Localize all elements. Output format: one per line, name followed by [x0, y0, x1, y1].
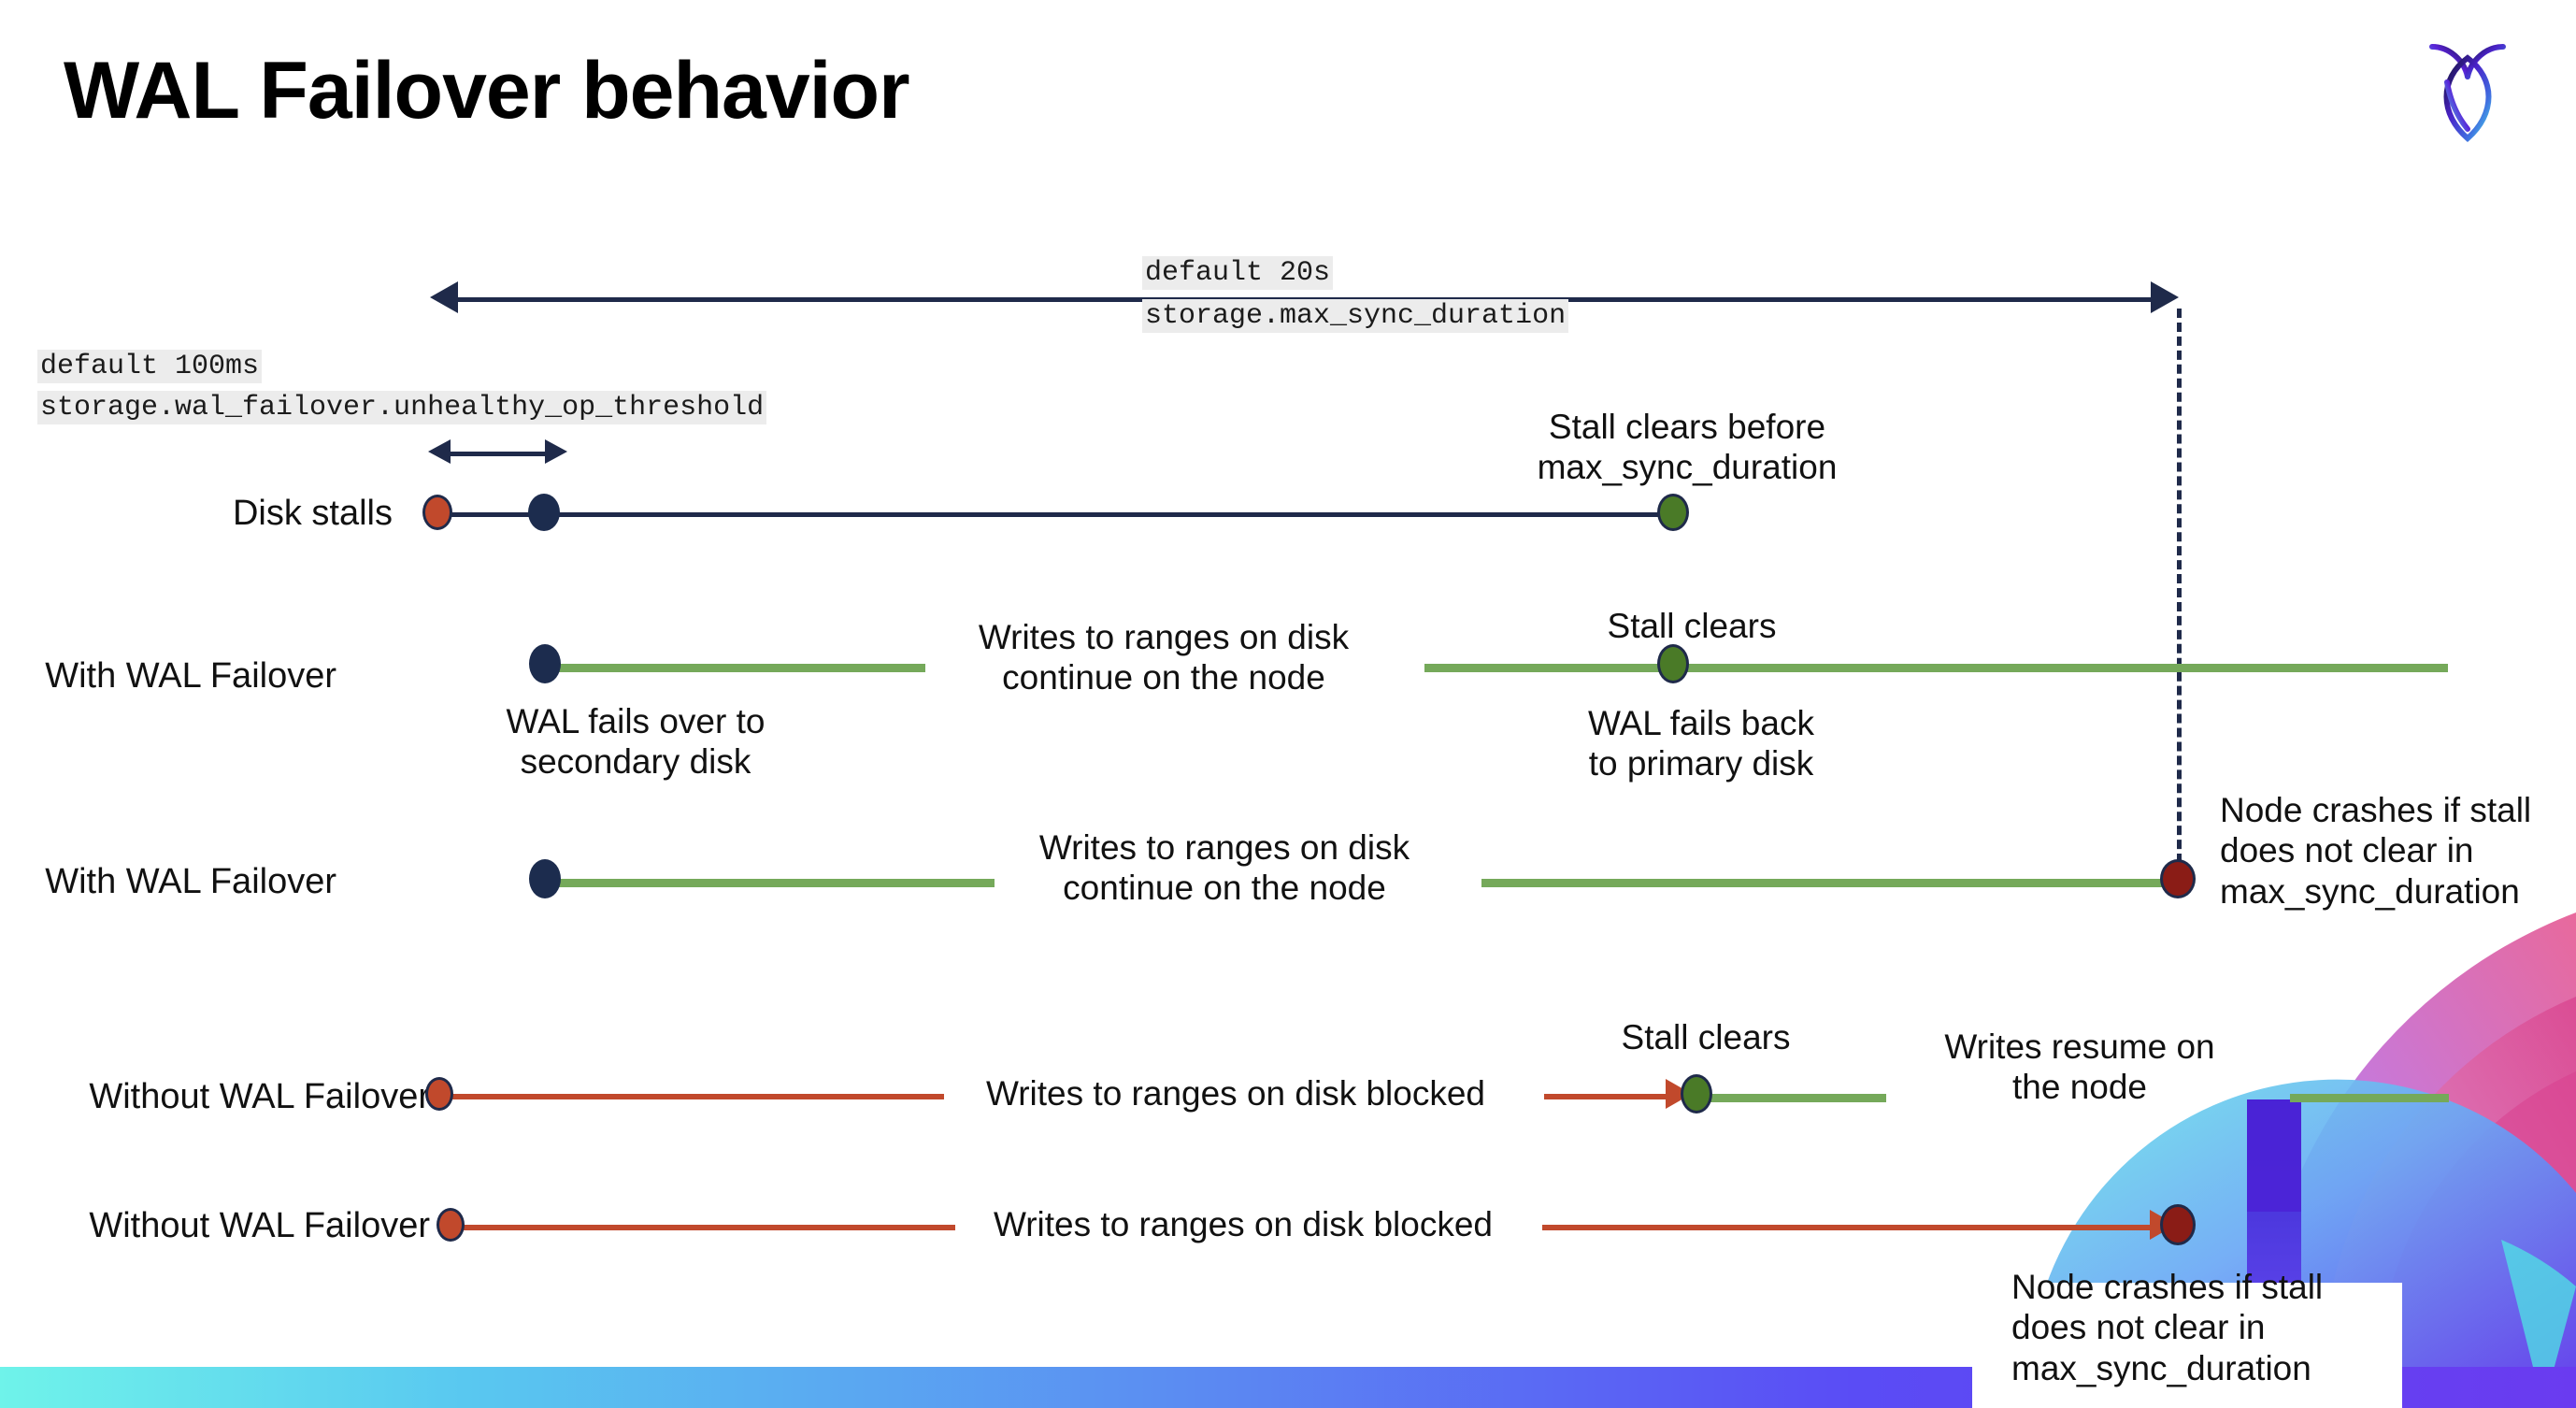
note-node-crashes-2: Node crashes if stall does not clear in …	[2011, 1268, 2324, 1387]
wal-failover-2-crash-dot	[2160, 859, 2196, 898]
without-wal-1-resume-b	[2290, 1094, 2449, 1102]
unhealthy-op-threshold-default-label: default 100ms	[37, 350, 263, 383]
note-writes-continue-1: Writes to ranges on disk continue on the…	[978, 618, 1350, 697]
max-sync-duration-default-text: default 20s	[1142, 256, 1334, 290]
note-wal-fails-over: WAL fails over to secondary disk	[506, 702, 766, 782]
without-wal-2-start-dot	[436, 1208, 465, 1242]
row-label-disk-stalls: Disk stalls	[232, 494, 393, 533]
without-wal-1-start-dot	[425, 1077, 453, 1111]
without-wal-1-resume-a	[1703, 1094, 1886, 1102]
unhealthy-op-threshold-left-arrowhead	[428, 439, 451, 464]
note-writes-continue-2: Writes to ranges on disk continue on the…	[1038, 828, 1410, 908]
note-writes-blocked-1: Writes to ranges on disk blocked	[985, 1074, 1486, 1113]
max-sync-duration-dropline	[2177, 309, 2182, 877]
note-stall-clears-before: Stall clears before max_sync_duration	[1537, 408, 1838, 487]
note-stall-clears-2: Stall clears	[1621, 1018, 1791, 1056]
without-wal-2-blocked-a	[451, 1225, 955, 1230]
wal-failover-1-start-dot	[529, 644, 561, 683]
wal-failover-1-clear-dot	[1657, 644, 1689, 683]
max-sync-duration-setting-text: storage.max_sync_duration	[1142, 299, 1569, 333]
unhealthy-op-threshold-default-text: default 100ms	[37, 350, 263, 383]
cockroachdb-logo-icon	[2411, 24, 2524, 155]
row-label-with-wal-failover-2: With WAL Failover	[45, 862, 336, 901]
note-writes-resume: Writes resume on the node	[1944, 1027, 2215, 1107]
row-label-without-wal-failover-2: Without WAL Failover	[89, 1206, 430, 1245]
note-wal-fails-back: WAL fails back to primary disk	[1588, 704, 1814, 783]
unhealthy-op-threshold-span-line	[450, 452, 545, 456]
page-title: WAL Failover behavior	[64, 46, 910, 136]
without-wal-1-clear-dot	[1681, 1074, 1712, 1113]
wal-failover-1-segment-a	[548, 664, 925, 672]
max-sync-duration-setting-label: storage.max_sync_duration	[1142, 299, 1569, 333]
wal-failover-2-segment-a	[548, 879, 995, 887]
disk-stalls-timeline	[435, 512, 1673, 517]
disk-stalls-start-dot	[422, 495, 452, 530]
unhealthy-op-threshold-right-arrowhead	[545, 439, 567, 464]
note-node-crashes-1: Node crashes if stall does not clear in …	[2220, 791, 2532, 911]
without-wal-1-blocked-b	[1544, 1094, 1666, 1099]
without-wal-2-crash-dot	[2160, 1204, 2196, 1245]
wal-failover-2-start-dot	[529, 859, 561, 898]
disk-stalls-threshold-dot	[528, 494, 560, 531]
row-label-with-wal-failover-1: With WAL Failover	[45, 656, 336, 696]
node-crash-callout-box	[1972, 1283, 2402, 1408]
unhealthy-op-threshold-setting-text: storage.wal_failover.unhealthy_op_thresh…	[37, 391, 767, 424]
without-wal-1-blocked-a	[439, 1094, 944, 1099]
wal-failover-2-segment-b	[1481, 879, 2178, 887]
max-sync-duration-left-arrowhead	[430, 281, 458, 313]
unhealthy-op-threshold-setting-label: storage.wal_failover.unhealthy_op_thresh…	[37, 391, 767, 424]
note-stall-clears-1: Stall clears	[1607, 607, 1777, 645]
wal-failover-1-segment-b	[1424, 664, 2448, 672]
disk-stalls-clear-dot	[1657, 494, 1689, 531]
max-sync-duration-default-label: default 20s	[1142, 256, 1334, 290]
max-sync-duration-right-arrowhead	[2151, 281, 2179, 313]
note-writes-blocked-2: Writes to ranges on disk blocked	[993, 1205, 1494, 1243]
row-label-without-wal-failover-1: Without WAL Failover	[89, 1077, 430, 1116]
without-wal-2-blocked-b	[1542, 1225, 2159, 1230]
